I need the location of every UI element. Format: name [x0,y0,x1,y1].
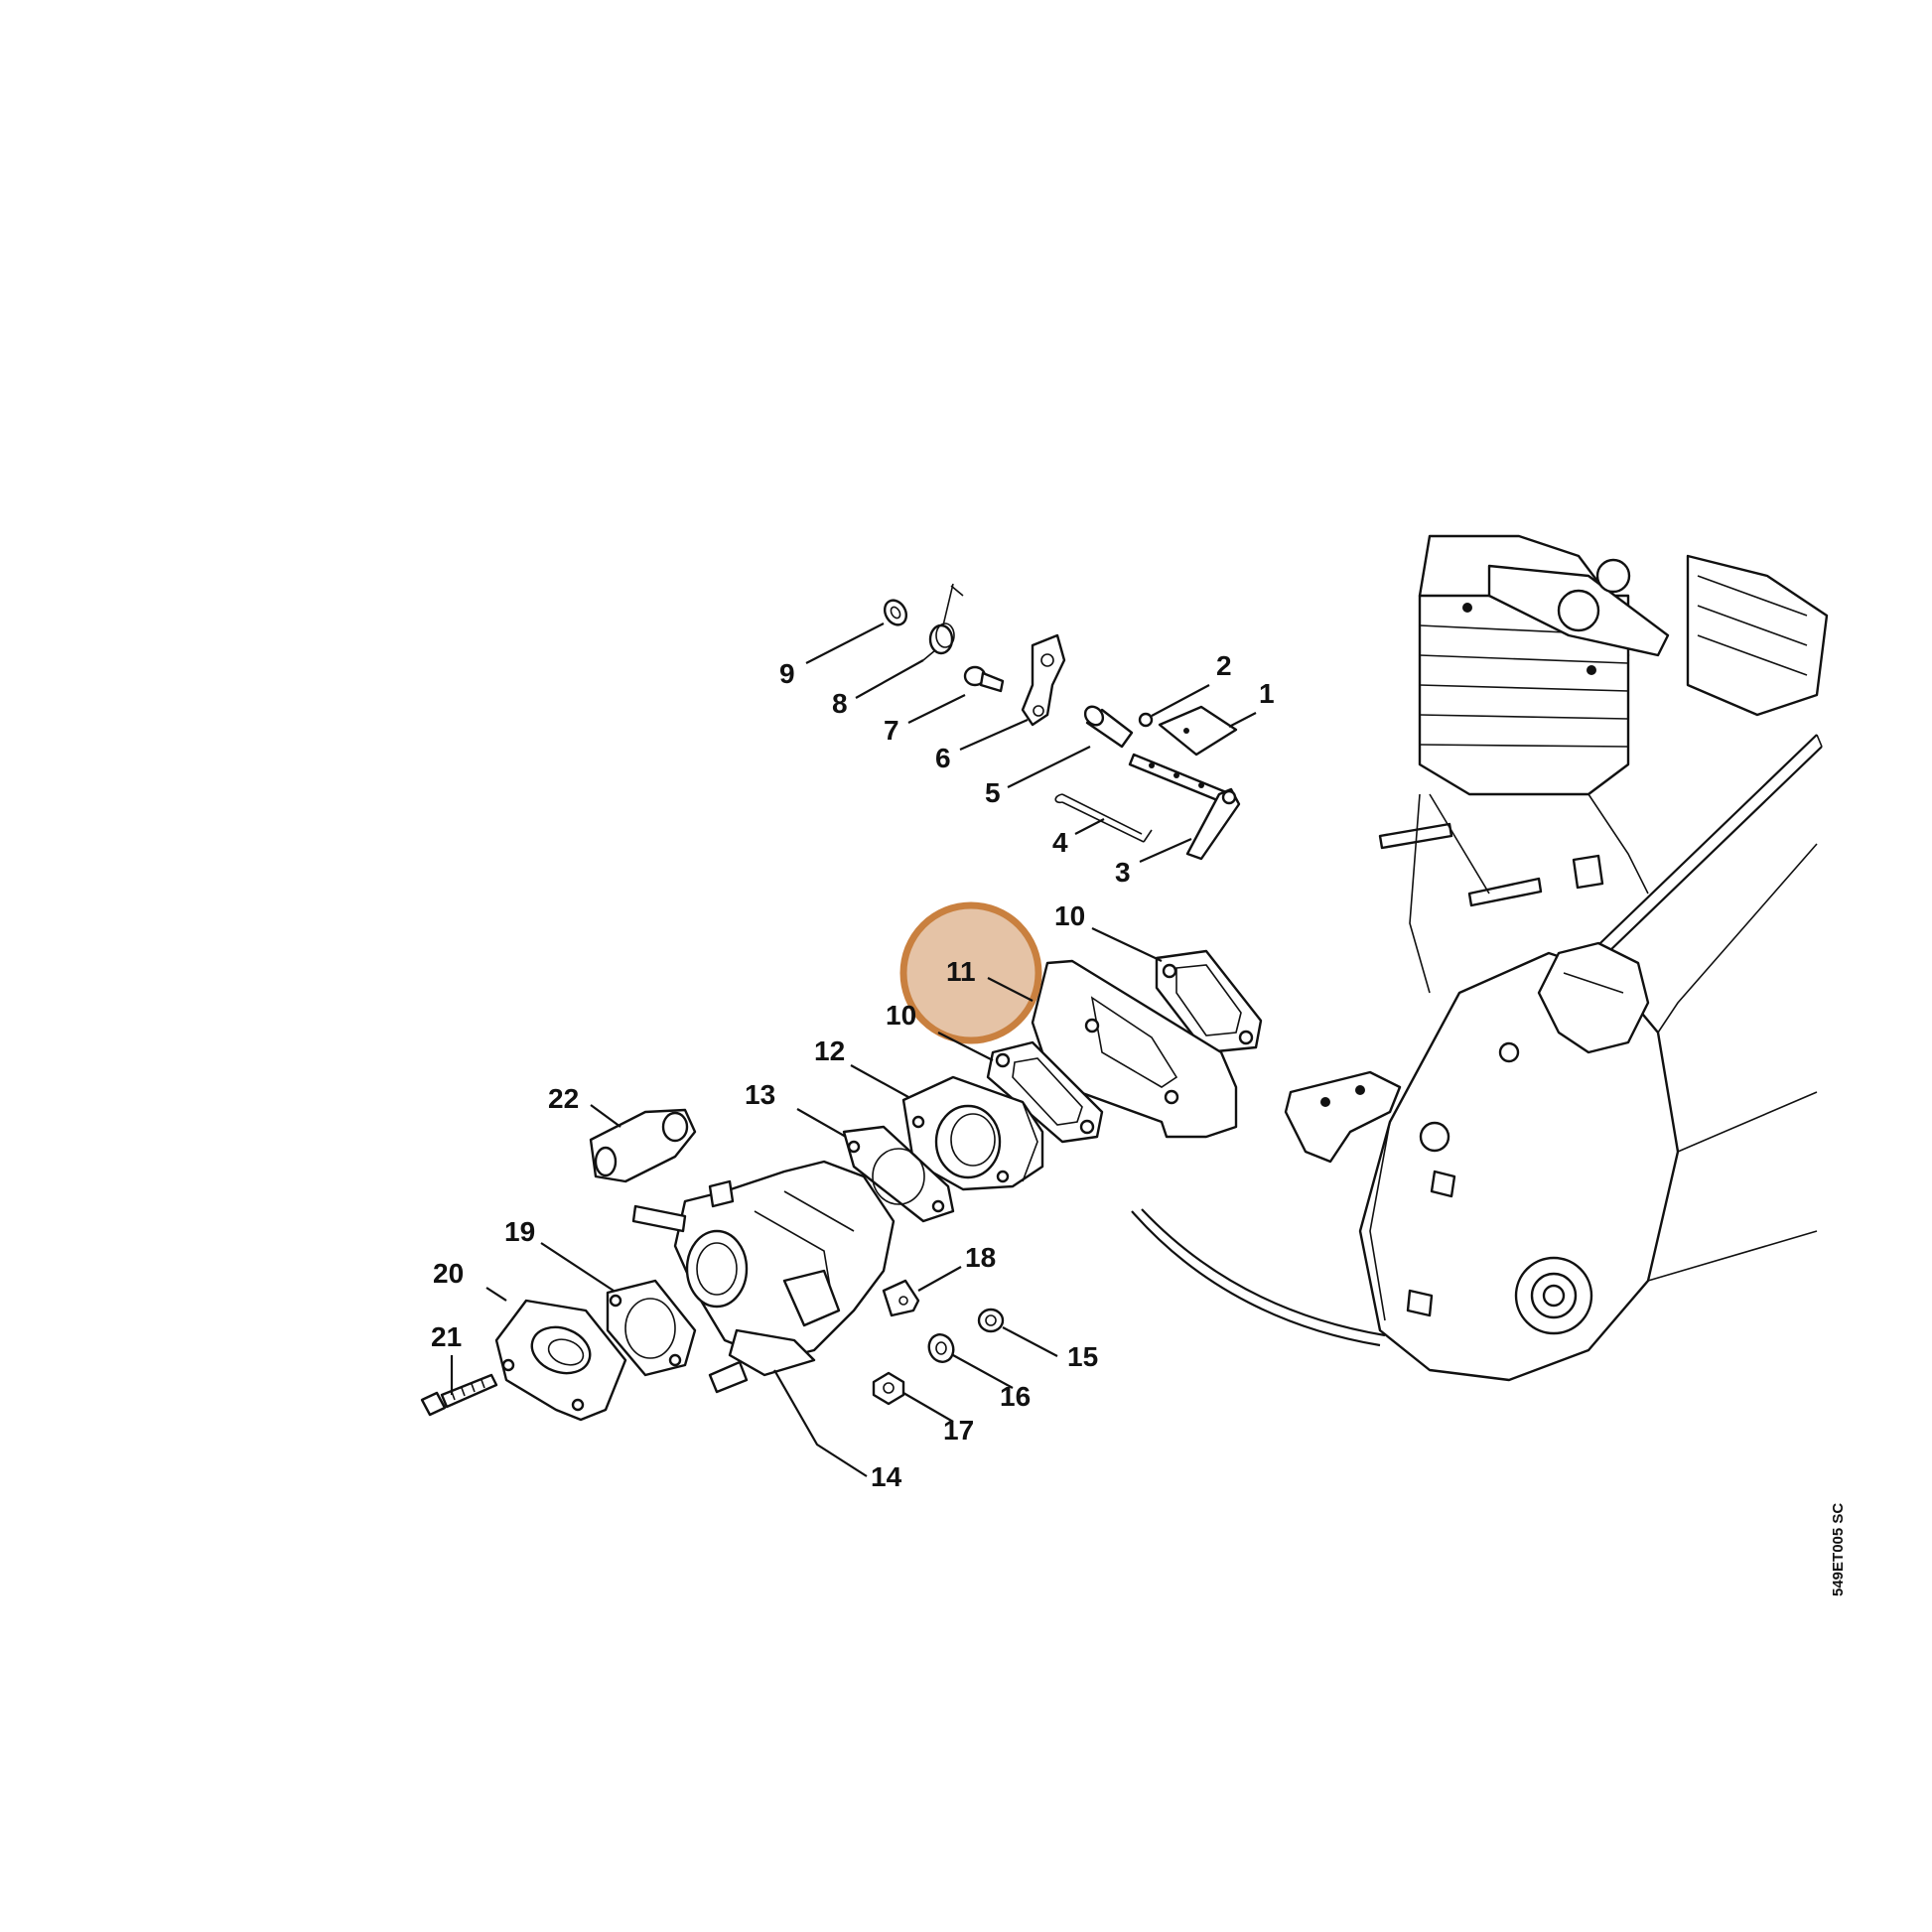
leader-lines [450,622,1257,1477]
label-5[interactable]: 5 [985,777,1001,808]
label-13[interactable]: 13 [745,1079,775,1110]
label-20[interactable]: 20 [433,1258,464,1289]
part-labels: 1 2 3 4 5 6 7 8 9 10 10 11 12 13 14 15 1… [431,650,1275,1492]
label-14[interactable]: 14 [871,1461,902,1492]
label-7[interactable]: 7 [884,715,899,746]
carburetor-assembly [420,1108,1005,1422]
highlight-marker[interactable] [899,901,1042,1044]
label-19[interactable]: 19 [504,1216,535,1247]
label-8[interactable]: 8 [832,688,848,719]
label-3[interactable]: 3 [1115,857,1131,888]
label-22[interactable]: 22 [548,1083,579,1114]
engine-housing [1131,534,1829,1382]
label-15[interactable]: 15 [1067,1341,1098,1372]
label-12[interactable]: 12 [814,1035,845,1066]
diagram-reference-code: 549ET005 SC [1830,1503,1847,1596]
label-21[interactable]: 21 [431,1321,462,1352]
label-6[interactable]: 6 [935,743,951,773]
label-1[interactable]: 1 [1259,678,1275,709]
label-2[interactable]: 2 [1216,650,1232,681]
label-9[interactable]: 9 [779,658,795,689]
label-4[interactable]: 4 [1052,827,1068,858]
intake-gasket-parts [842,949,1263,1223]
label-18[interactable]: 18 [965,1242,996,1273]
throttle-linkage-parts [883,583,1241,861]
label-10-upper[interactable]: 10 [1054,900,1085,931]
label-10-lower[interactable]: 10 [886,1000,916,1031]
label-16[interactable]: 16 [1000,1381,1031,1412]
label-11[interactable]: 11 [946,956,976,987]
label-17[interactable]: 17 [943,1415,974,1446]
